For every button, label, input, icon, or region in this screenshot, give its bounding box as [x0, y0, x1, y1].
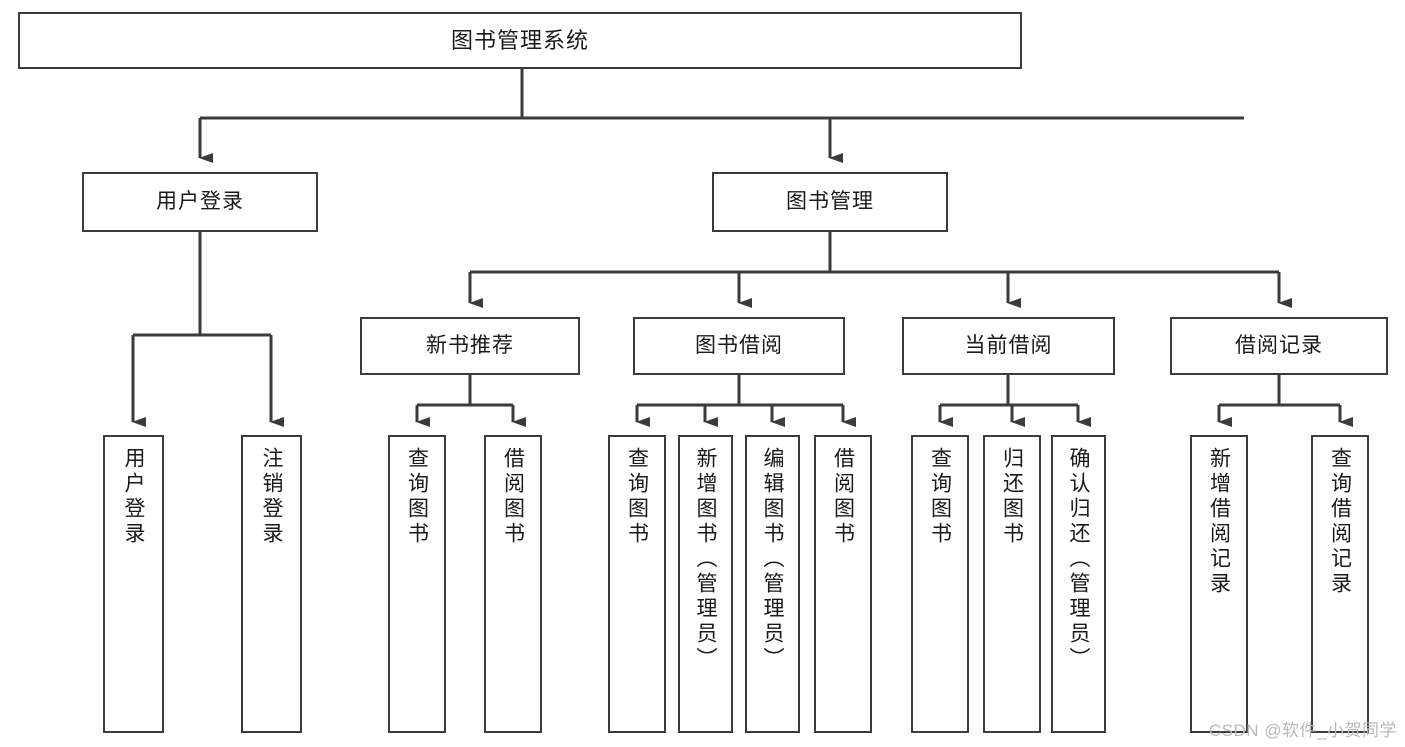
node-leaf-borrow-book-1-label: 借阅图书 — [501, 447, 525, 547]
node-leaf-query-book-3[interactable]: 查询图书 — [911, 435, 969, 733]
node-leaf-query-borrow-record-label: 查询借阅记录 — [1328, 447, 1352, 597]
node-user-login[interactable]: 用户登录 — [82, 172, 318, 232]
node-book-manage-label: 图书管理 — [786, 189, 874, 213]
node-leaf-edit-book[interactable]: 编辑图书（管理员） — [745, 435, 800, 733]
node-leaf-confirm-return[interactable]: 确认归还（管理员） — [1051, 435, 1106, 733]
node-leaf-return-book-label: 归还图书 — [1000, 447, 1024, 547]
node-leaf-borrow-book-1[interactable]: 借阅图书 — [484, 435, 542, 733]
node-user-login-label: 用户登录 — [156, 189, 244, 213]
node-borrow-record-label: 借阅记录 — [1235, 333, 1323, 357]
node-leaf-edit-book-label: 编辑图书（管理员） — [761, 447, 785, 672]
node-leaf-query-book-1-label: 查询图书 — [405, 447, 429, 547]
node-leaf-add-book[interactable]: 新增图书（管理员） — [678, 435, 733, 733]
node-root[interactable]: 图书管理系统 — [18, 12, 1022, 69]
node-leaf-query-borrow-record[interactable]: 查询借阅记录 — [1311, 435, 1369, 733]
node-book-borrow-label: 图书借阅 — [695, 333, 783, 357]
node-leaf-logout[interactable]: 注销登录 — [241, 435, 302, 733]
node-current-borrow-label: 当前借阅 — [964, 333, 1053, 357]
node-leaf-confirm-return-label: 确认归还（管理员） — [1067, 447, 1091, 672]
node-root-label: 图书管理系统 — [450, 27, 589, 53]
node-leaf-query-book-3-label: 查询图书 — [928, 447, 952, 547]
node-leaf-query-book-2-label: 查询图书 — [625, 447, 649, 547]
node-new-book-recommend[interactable]: 新书推荐 — [360, 317, 580, 375]
node-leaf-borrow-book-2-label: 借阅图书 — [831, 447, 855, 547]
node-leaf-logout-label: 注销登录 — [260, 447, 284, 547]
node-leaf-user-login-label: 用户登录 — [122, 447, 146, 547]
node-leaf-query-book-2[interactable]: 查询图书 — [608, 435, 666, 733]
node-leaf-query-book-1[interactable]: 查询图书 — [388, 435, 446, 733]
node-current-borrow[interactable]: 当前借阅 — [902, 317, 1115, 375]
node-borrow-record[interactable]: 借阅记录 — [1170, 317, 1388, 375]
node-book-manage[interactable]: 图书管理 — [712, 172, 948, 232]
node-leaf-add-borrow-record-label: 新增借阅记录 — [1207, 447, 1231, 597]
node-leaf-return-book[interactable]: 归还图书 — [983, 435, 1041, 733]
node-new-book-recommend-label: 新书推荐 — [426, 333, 514, 357]
node-leaf-add-borrow-record[interactable]: 新增借阅记录 — [1190, 435, 1248, 733]
node-leaf-add-book-label: 新增图书（管理员） — [694, 447, 718, 672]
node-book-borrow[interactable]: 图书借阅 — [633, 317, 845, 375]
node-leaf-borrow-book-2[interactable]: 借阅图书 — [814, 435, 872, 733]
node-leaf-user-login[interactable]: 用户登录 — [103, 435, 164, 733]
